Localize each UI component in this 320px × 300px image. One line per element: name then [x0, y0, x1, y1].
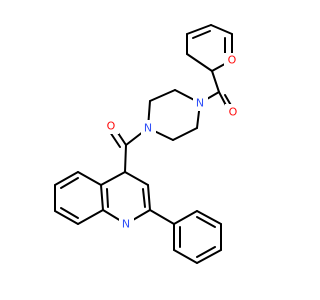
bond — [54, 210, 79, 225]
atom-piperazine-n-left: N — [141, 120, 156, 136]
quinoline-benzo-ring — [54, 171, 104, 225]
bond — [172, 127, 198, 141]
structure-svg: O O N N O N — [54, 24, 241, 264]
bond — [149, 209, 175, 225]
bond — [173, 249, 198, 264]
bond — [100, 184, 104, 211]
atom-quinoline-carbonyl-oxygen: O — [103, 118, 119, 134]
nitrogen-label: N — [144, 122, 152, 135]
bond — [186, 53, 213, 72]
bond — [77, 209, 104, 225]
quinoline-pyridine-ring — [100, 171, 151, 225]
bond — [211, 70, 220, 93]
nitrogen-label: N — [122, 218, 130, 231]
double-bond — [60, 177, 79, 189]
bond — [149, 89, 176, 102]
phenyl-ring — [173, 210, 222, 264]
oxygen-label: O — [229, 106, 238, 119]
double-bond — [106, 188, 109, 208]
bond — [196, 210, 222, 225]
atom-furoyl-carbonyl-oxygen: O — [225, 104, 241, 120]
bond — [173, 210, 198, 225]
double-bond — [60, 207, 79, 219]
bond — [54, 171, 79, 186]
molecule-drawing: O O N N O N — [54, 24, 241, 264]
bond — [77, 171, 102, 186]
bond — [100, 171, 126, 186]
bond — [186, 24, 212, 35]
oxygen-label: O — [107, 120, 116, 133]
bond — [196, 249, 222, 264]
bond — [210, 24, 233, 35]
nitrogen-label: N — [196, 97, 204, 110]
bond — [147, 184, 151, 211]
atom-quinoline-nitrogen: N — [119, 216, 134, 232]
bond — [124, 171, 149, 186]
double-bond — [196, 216, 216, 228]
atom-furan-oxygen: O — [224, 53, 240, 68]
bond — [124, 144, 127, 173]
double-bond — [192, 30, 211, 39]
atom-piperazine-n-top: N — [193, 95, 208, 111]
double-bond — [196, 246, 216, 258]
double-bond — [142, 188, 146, 208]
oxygen-label: O — [228, 54, 237, 67]
